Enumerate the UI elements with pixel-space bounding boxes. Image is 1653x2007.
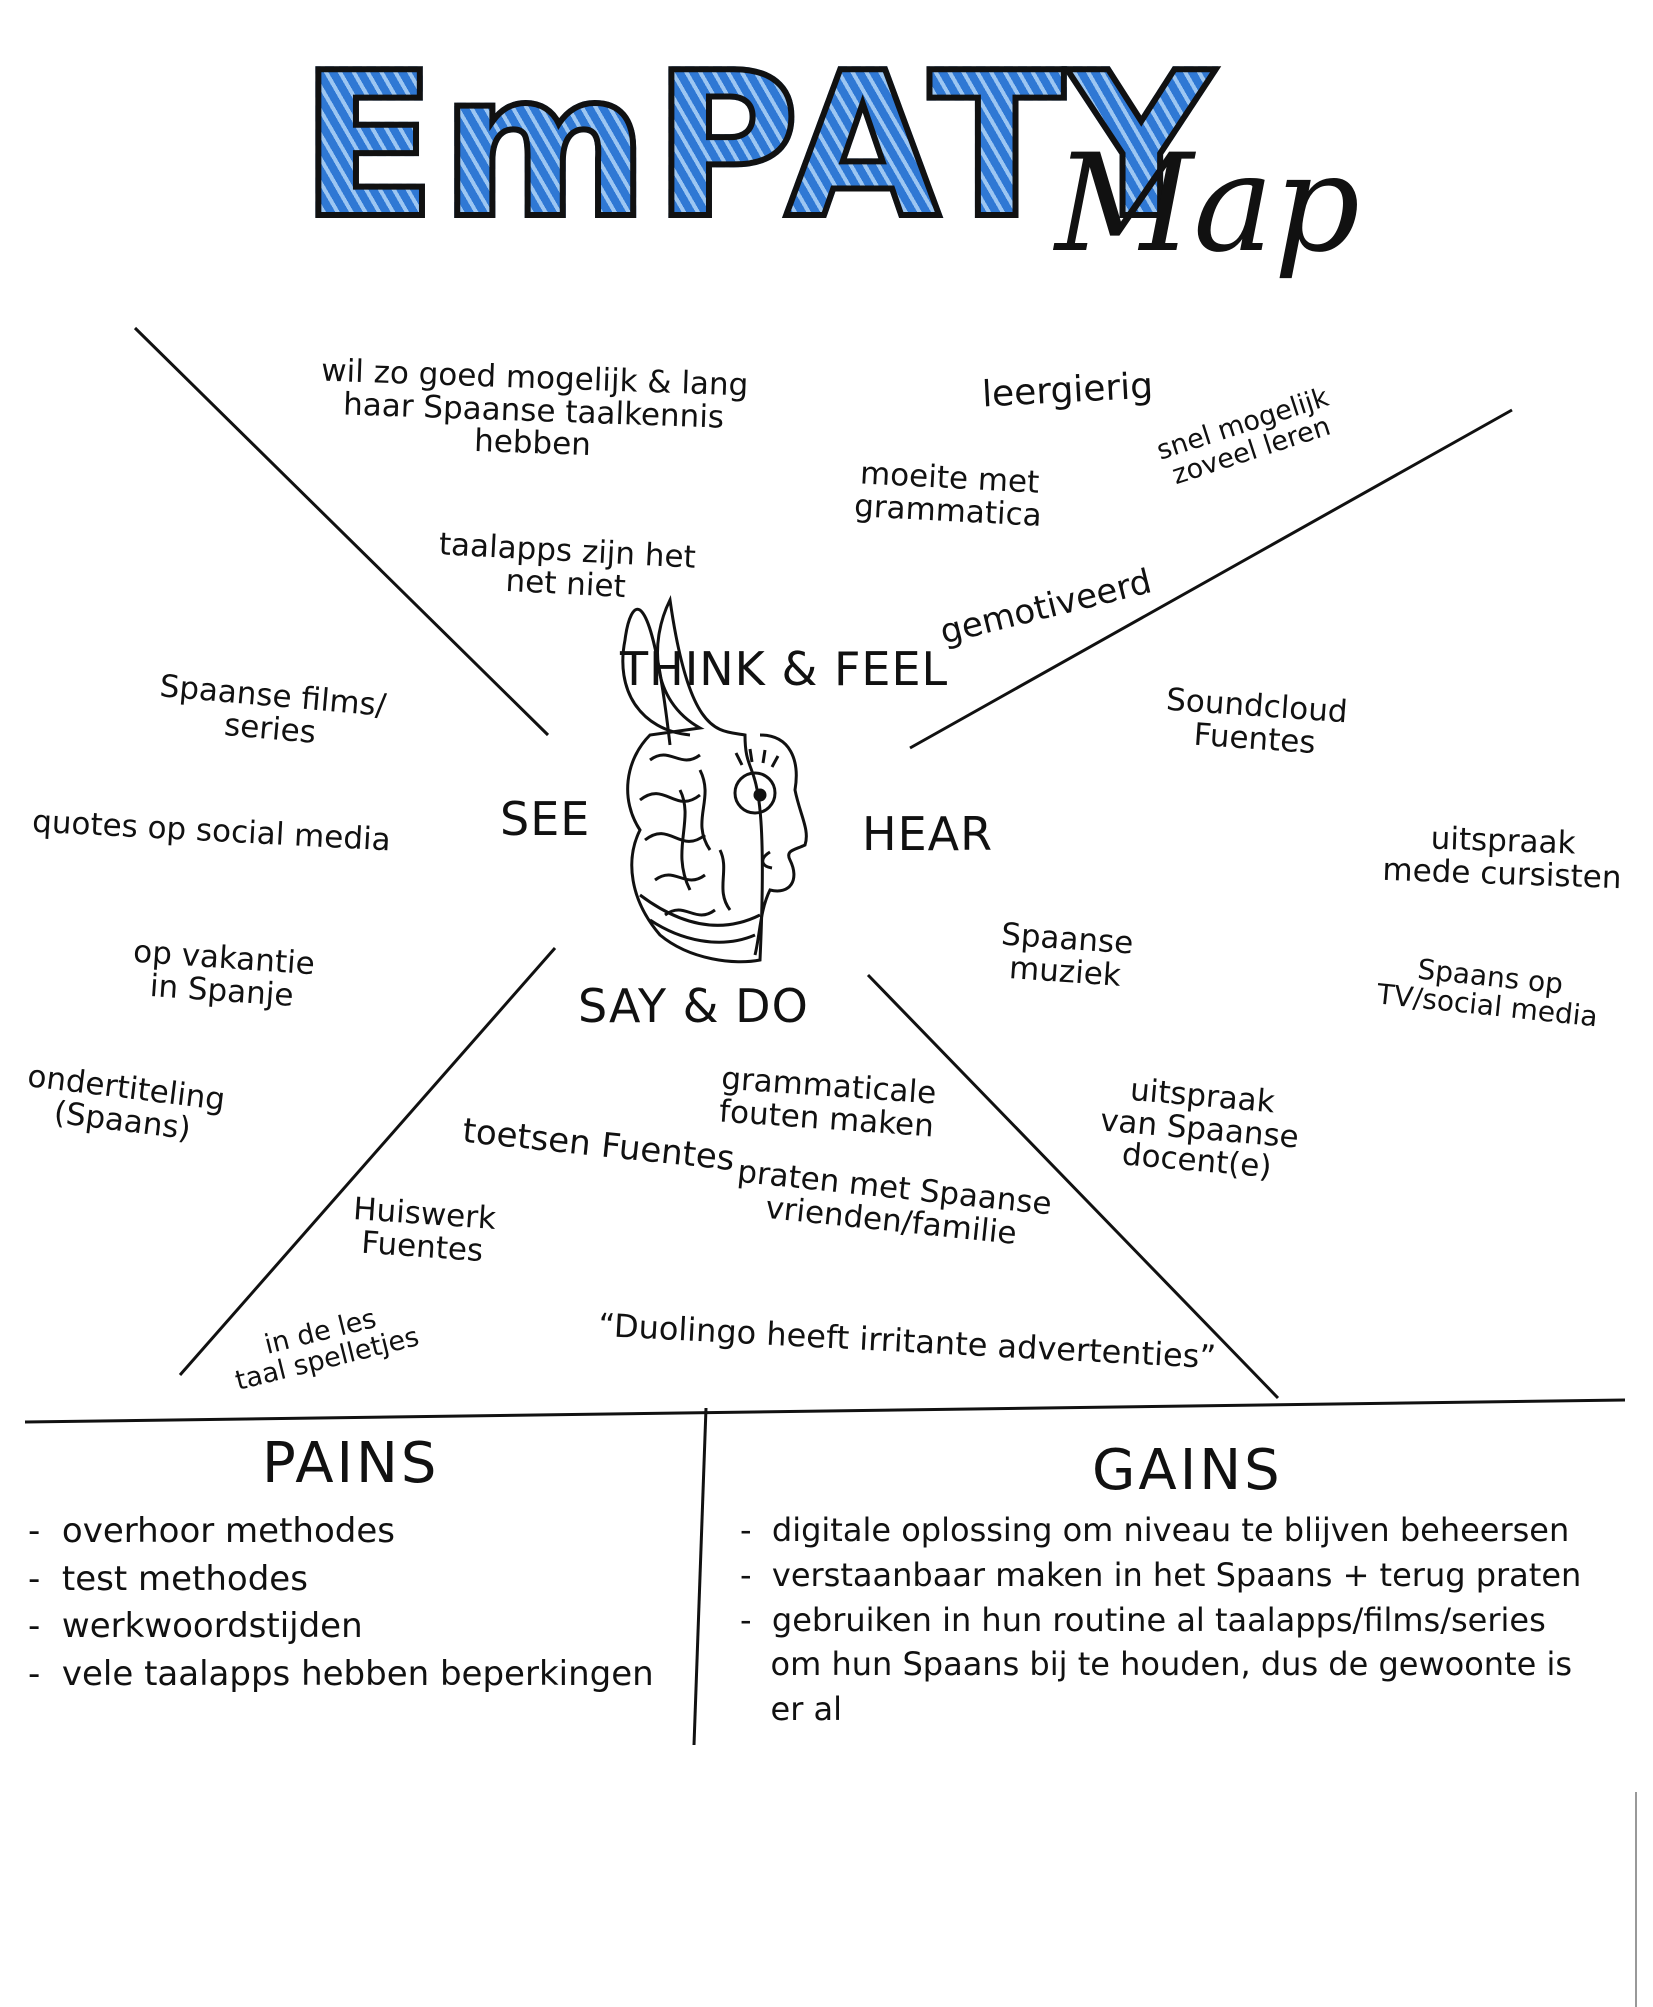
note-hear: uitspraak van Spaanse docent(e) [1098,1071,1301,1186]
subtitle: Map [1055,125,1361,282]
title: EmPATY [297,27,1218,266]
gains-title: GAINS [1092,1438,1283,1503]
note-hear: Soundcloud Fuentes [1165,681,1349,761]
pains-title: PAINS [262,1431,440,1496]
gain-item: verstaanbaar maken in het Spaans + terug… [740,1553,1581,1598]
pain-item: test methodes [28,1556,654,1604]
label-hear: HEAR [862,807,994,861]
note-see: op vakantie in Spanje [132,933,316,1014]
note-hear: uitspraak mede cursisten [1381,820,1623,896]
note-think-feel: wil zo goed mogelijk & lang haar Spaanse… [320,352,749,464]
gain-item: gebruiken in hun routine al taalapps/fil… [740,1598,1581,1732]
label-say-do: SAY & DO [578,979,809,1033]
note-think-feel: leergierig [981,365,1155,416]
pains-gains-divider [692,1407,708,1746]
pains-gains-top-line [24,1398,1626,1424]
pain-item: overhoor methodes [28,1508,654,1556]
note-say-do: grammaticale fouten maken [718,1060,938,1144]
note-think-feel: taalapps zijn het net niet [438,526,697,605]
gain-item: digitale oplossing om niveau te blijven … [740,1508,1581,1553]
pain-item: vele taalapps hebben beperkingen [28,1651,654,1699]
label-think-feel: THINK & FEEL [620,642,949,696]
note-think-feel: moeite met grammatica [853,455,1043,534]
divider-bottom-left [178,947,557,1376]
pains-list: overhoor methodes test methodes werkwoor… [28,1508,654,1698]
person-head-drawing-icon [621,595,808,964]
divider-top-left [133,326,550,737]
divider-bottom-right [866,973,1280,1400]
label-see: SEE [500,792,591,846]
pain-item: werkwoordstijden [28,1603,654,1651]
divider-top-right [909,408,1513,750]
gains-list: digitale oplossing om niveau te blijven … [740,1508,1582,1732]
note-hear: Spaanse muziek [1000,916,1135,994]
note-say-do: Huiswerk Fuentes [352,1191,498,1269]
